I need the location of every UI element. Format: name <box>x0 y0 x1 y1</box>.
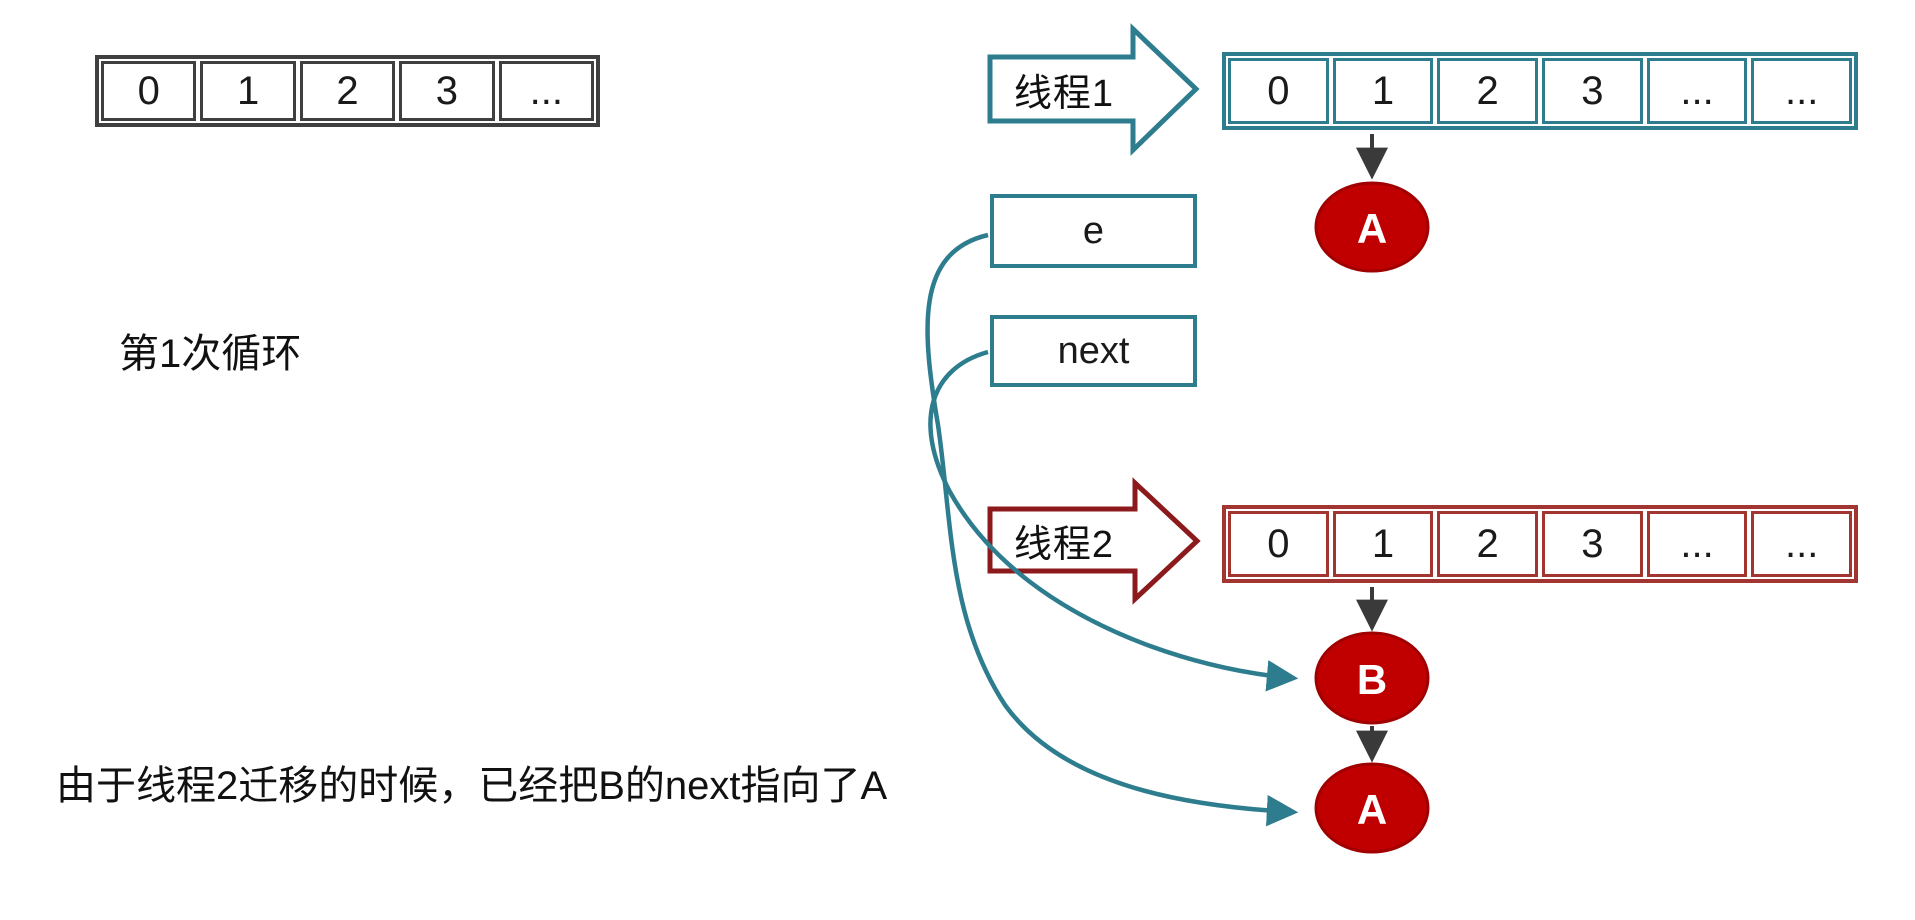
pointer-next-box: next <box>990 315 1197 387</box>
pointer-e-box: e <box>990 194 1197 268</box>
node-b-ellipse <box>1314 631 1430 725</box>
node-a-thread1-label: A <box>1356 205 1388 252</box>
thread1-block-arrow <box>987 23 1200 156</box>
curve-e-to-node-a <box>925 232 1299 827</box>
bucket-cell: ... <box>1751 58 1853 124</box>
node-a-thread1-ellipse <box>1314 181 1430 273</box>
node-a-thread2-ellipse <box>1314 762 1430 854</box>
bucket-cell: 1 <box>1332 58 1434 124</box>
bucket-cell: 3 <box>1542 58 1643 124</box>
curve-next-to-node-b <box>928 349 1299 692</box>
bucket-cell: 2 <box>299 61 396 121</box>
bucket-cell: 3 <box>399 61 495 121</box>
bucket-cell: ... <box>498 61 595 121</box>
node-b-label: B <box>1356 656 1388 703</box>
bucket-cell: 0 <box>101 61 197 121</box>
bucket-cell: 1 <box>200 61 296 121</box>
bucket-cell: ... <box>1646 511 1748 577</box>
thread1-label: 线程1 <box>1013 72 1115 115</box>
plain-bucket-array: 0 1 2 3 ... <box>95 55 600 127</box>
thread2-label: 线程2 <box>1013 523 1115 566</box>
node-a-thread2-label: A <box>1356 786 1388 833</box>
bucket-cell: 3 <box>1542 511 1643 577</box>
bucket-cell: 2 <box>1437 58 1539 124</box>
bucket-cell: ... <box>1646 58 1748 124</box>
bucket-cell: ... <box>1751 511 1853 577</box>
bucket-cell: 0 <box>1228 511 1329 577</box>
bottom-note: 由于线程2迁移的时候，已经把B的next指向了A <box>56 764 888 808</box>
bucket-cell: 0 <box>1228 58 1329 124</box>
loop-iteration-label: 第1次循环 <box>119 332 302 376</box>
bucket-cell: 1 <box>1332 511 1434 577</box>
bucket-cell: 2 <box>1437 511 1539 577</box>
thread2-bucket-array: 0 1 2 3 ... ... <box>1222 505 1858 583</box>
thread1-bucket-array: 0 1 2 3 ... ... <box>1222 52 1858 130</box>
